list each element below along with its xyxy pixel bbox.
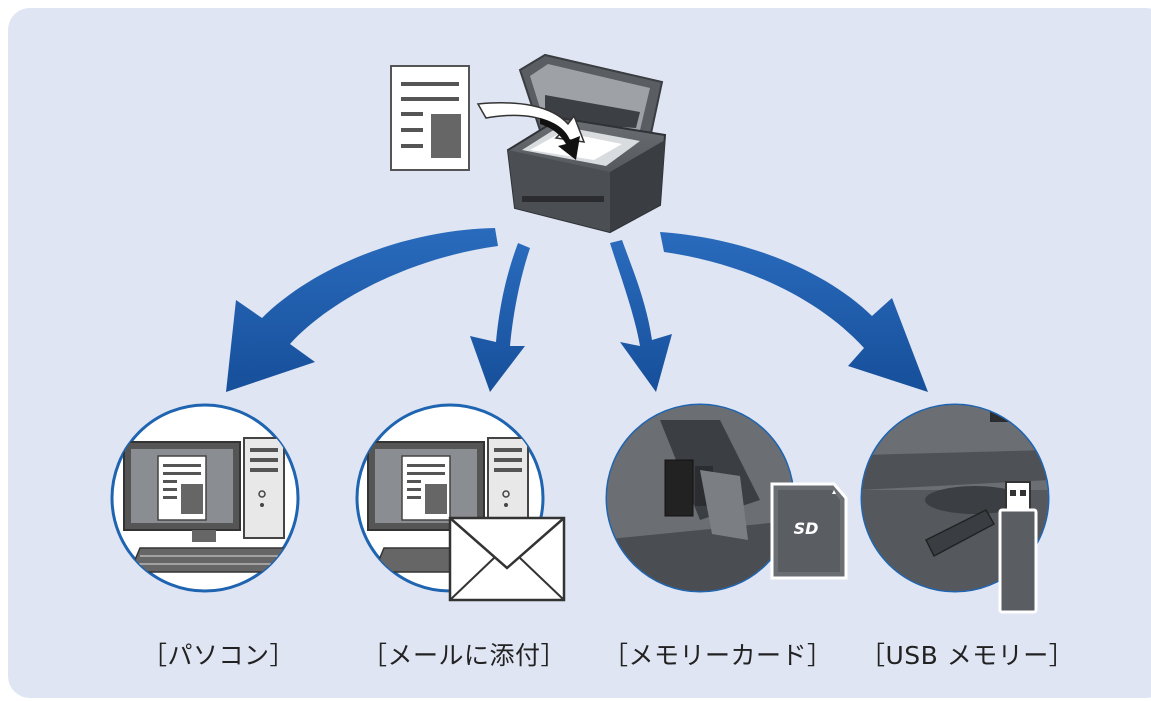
arrow-to-usb [660, 232, 928, 392]
svg-text:SD: SD [794, 519, 819, 538]
insert-arrow-icon [476, 102, 586, 160]
pc-destination-icon [110, 403, 300, 593]
caption-pc: ［パソコン］ [142, 641, 296, 670]
email-destination-icon [355, 403, 566, 602]
arrow-to-email [470, 243, 530, 392]
document-icon [390, 65, 470, 171]
usb-destination-icon [860, 403, 1050, 614]
scanner-icon [506, 53, 667, 234]
sd-card-icon: SD [770, 482, 848, 580]
caption-usb: ［USB メモリー］ [860, 641, 1075, 670]
caption-email: ［メールに添付］ [362, 641, 567, 670]
usb-flash-drive-icon [998, 481, 1038, 614]
caption-memory-card: ［メモリーカード］ [603, 641, 833, 670]
arrow-to-memory-card [610, 240, 672, 392]
envelope-icon [448, 516, 566, 602]
arrow-to-pc [226, 228, 498, 392]
memory-card-destination-icon: SD [605, 403, 848, 593]
